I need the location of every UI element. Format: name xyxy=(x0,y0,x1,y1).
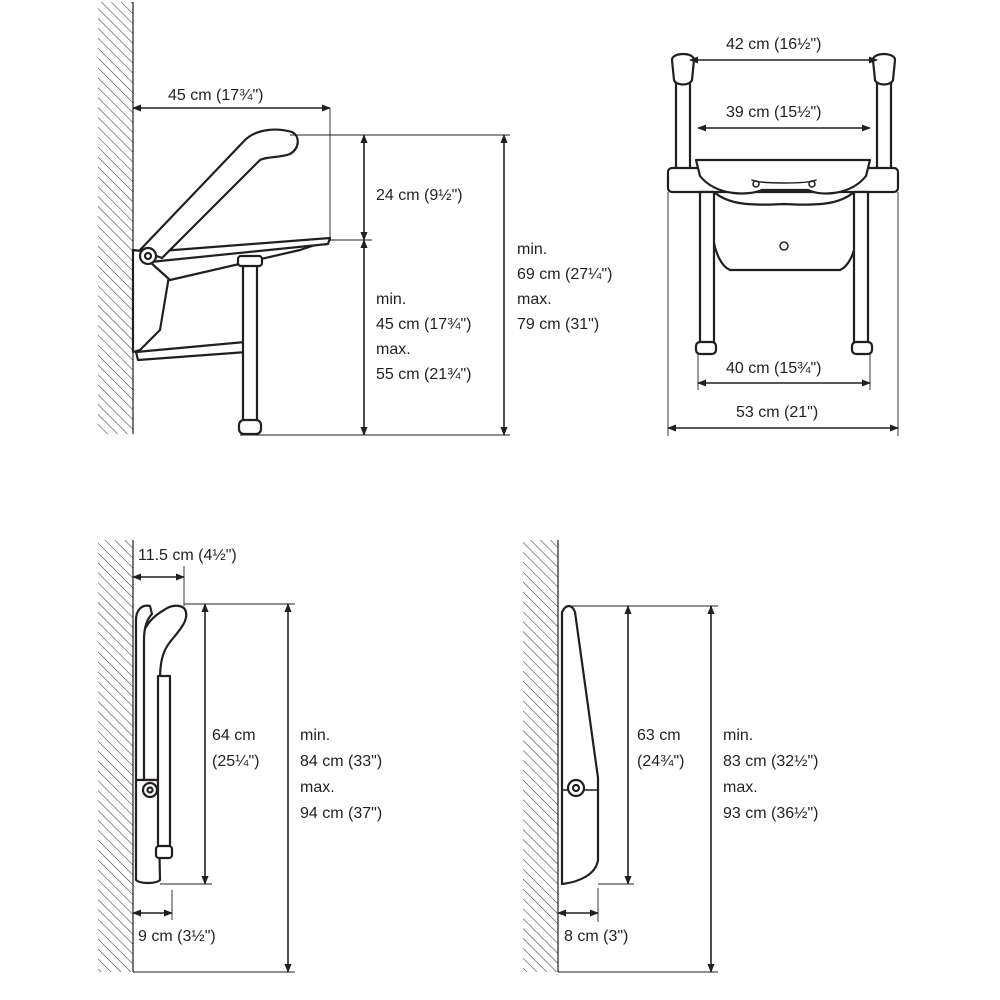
total-height-line-3: max. xyxy=(723,779,758,796)
total-height-line-2: 83 cm (32½") xyxy=(723,753,819,770)
leg-foot xyxy=(237,418,263,436)
folded-height-line-2: (25¼") xyxy=(212,753,259,770)
armrest-back xyxy=(134,604,154,782)
right-armrest-cap xyxy=(871,52,897,86)
left-armrest-post xyxy=(674,70,692,174)
seat-height-line-2: 45 cm (17¾") xyxy=(376,316,472,333)
seat-shell xyxy=(694,158,872,195)
top-depth-label: 11.5 cm (4½") xyxy=(138,547,237,564)
folded-leg xyxy=(156,674,172,858)
bottom-depth-label: 8 cm (3") xyxy=(564,928,628,945)
left-foot xyxy=(694,340,718,356)
leg-collar xyxy=(236,254,264,268)
total-height-line-4: 94 cm (37") xyxy=(300,805,382,822)
total-height-line-1: min. xyxy=(723,727,753,744)
total-height-line-2: 69 cm (27¼") xyxy=(517,266,613,283)
armrest-outer-width-label: 42 cm (16½") xyxy=(726,36,822,53)
depth-label: 45 cm (17¾") xyxy=(168,87,264,104)
seat-bowl xyxy=(710,190,860,272)
leg-width-label: 40 cm (15¾") xyxy=(726,360,822,377)
hinge-inner xyxy=(146,786,154,794)
total-height-line-1: min. xyxy=(517,241,547,258)
folded-height-line-1: 63 cm xyxy=(637,727,681,744)
bottom-depth-label: 9 cm (3½") xyxy=(138,928,216,945)
seat-height-line-3: max. xyxy=(376,341,411,358)
folded-armrest xyxy=(138,604,188,782)
folded-seat xyxy=(560,604,600,886)
total-height-line-4: 79 cm (31") xyxy=(517,316,599,333)
armrest-inner-width-label: 39 cm (15½") xyxy=(726,104,822,121)
hinge-inner xyxy=(571,783,581,793)
support-strut xyxy=(134,340,249,362)
total-width-label: 53 cm (21") xyxy=(736,404,818,421)
folded-seat xyxy=(134,778,162,885)
left-armrest-cap xyxy=(670,52,696,86)
folded-without-armrests-view: 63 cm (24¾") min. 83 cm (32½") max. 93 c… xyxy=(523,540,819,973)
total-height-line-4: 93 cm (36½") xyxy=(723,805,819,822)
wall-hatch xyxy=(523,540,558,972)
folded-height-line-2: (24¾") xyxy=(637,753,684,770)
right-foot xyxy=(850,340,874,356)
folded-with-armrests-view: 11.5 cm (4½") 64 cm (25¼") min. 84 cm (3… xyxy=(98,540,382,973)
side-view-extended: 45 cm (17¾") 24 cm (9½") min. 45 cm (17¾… xyxy=(98,2,613,436)
front-view: 42 cm (16½") 39 cm (15½") 40 cm (15¾") 5… xyxy=(666,36,900,436)
folded-foot xyxy=(154,844,174,860)
left-leg xyxy=(698,190,716,346)
total-height-line-3: max. xyxy=(517,291,552,308)
hinge-inner xyxy=(143,251,153,261)
armrest xyxy=(138,128,299,260)
seat-height-line-1: min. xyxy=(376,291,406,308)
support-leg xyxy=(241,255,259,424)
folded-height-line-1: 64 cm xyxy=(212,727,256,744)
armrest-height-label: 24 cm (9½") xyxy=(376,187,463,204)
wall-hatch xyxy=(98,540,133,972)
seat-height-line-4: 55 cm (21¾") xyxy=(376,366,472,383)
total-height-line-3: max. xyxy=(300,779,335,796)
bolt-left xyxy=(752,180,760,188)
right-armrest-post xyxy=(875,70,893,174)
bolt-right xyxy=(808,180,816,188)
total-height-line-1: min. xyxy=(300,727,330,744)
right-leg xyxy=(852,190,870,346)
total-height-line-2: 84 cm (33") xyxy=(300,753,382,770)
drain-hole xyxy=(779,241,789,251)
wall-hatch xyxy=(98,2,133,434)
